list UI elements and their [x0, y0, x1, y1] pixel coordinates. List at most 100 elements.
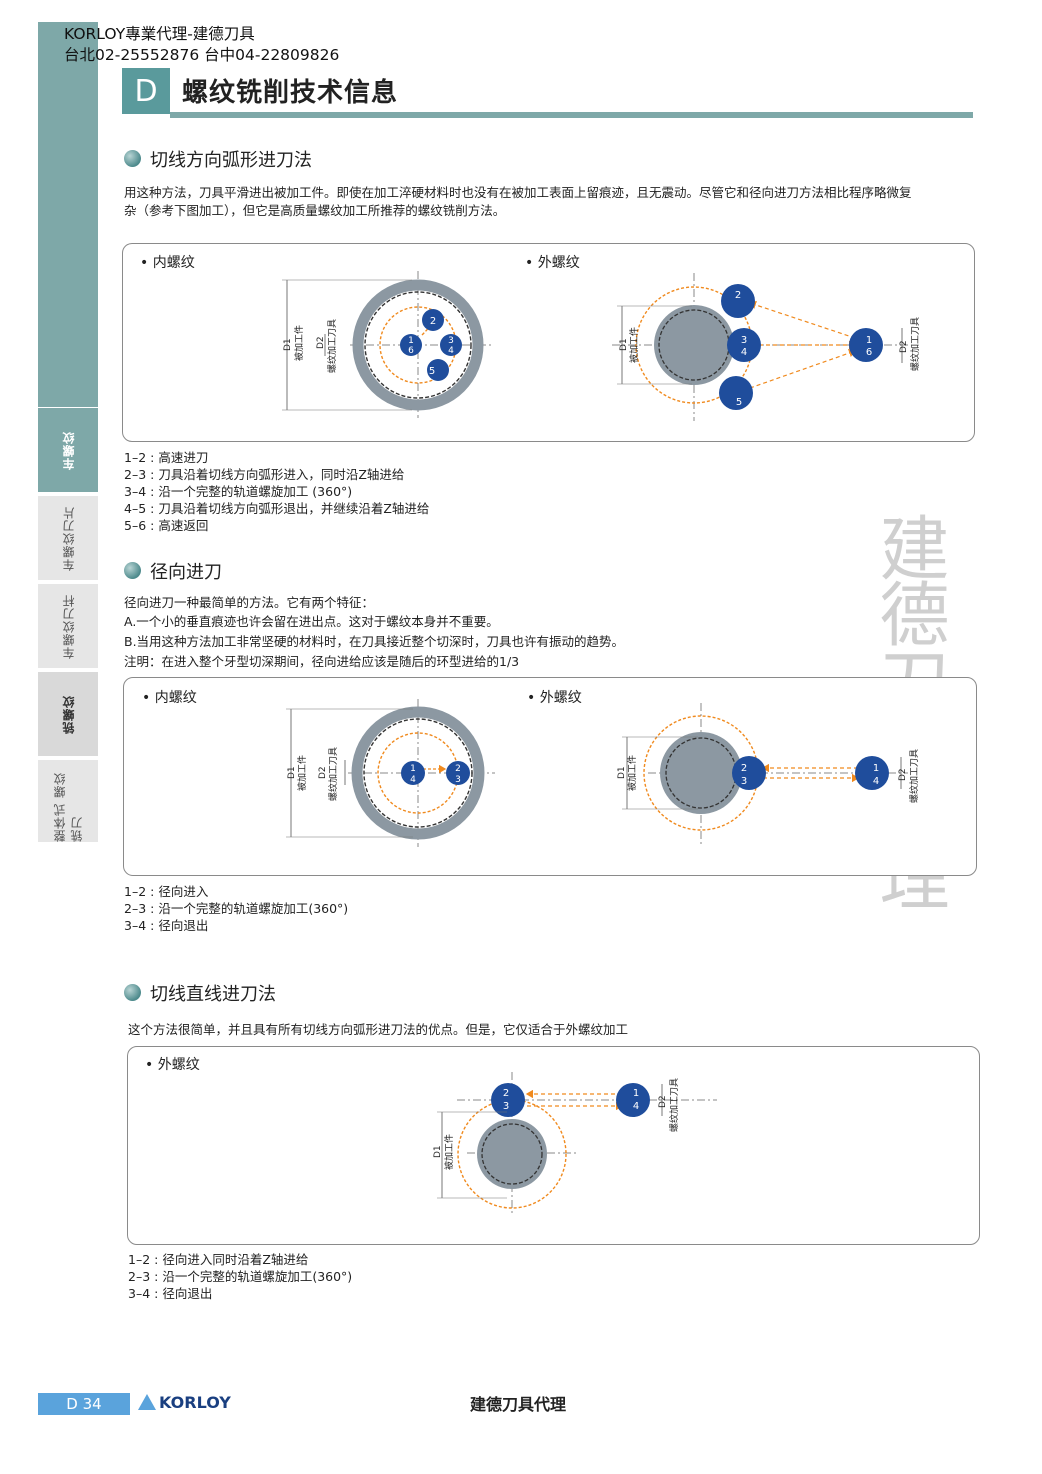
section-bullet [124, 984, 141, 1001]
sidebar-top-bar [38, 22, 98, 407]
tab-turning-thread[interactable]: 车螺纹 [38, 408, 98, 492]
svg-text:D1: D1 [283, 338, 293, 351]
step-line: 1–2 : 径向进入 [124, 884, 209, 899]
svg-text:被加工件: 被加工件 [443, 1134, 455, 1170]
svg-text:5: 5 [429, 366, 435, 377]
svg-text:6: 6 [866, 347, 872, 358]
svg-text:2: 2 [503, 1088, 509, 1099]
header-phones: 台北02-25552876 台中04-22809826 [64, 46, 340, 64]
section3-title: 切线直线进刀法 [150, 984, 276, 1005]
svg-text:3: 3 [741, 335, 747, 346]
step-line: 1–2 : 高速进刀 [124, 450, 209, 465]
external-thread-diagram: 2 3 4 5 1 6 D1 被加工件 D2 螺纹加工刀具 [612, 273, 921, 421]
tab-label: 整体式 螺纹铣刀 [53, 772, 84, 842]
tab-turning-insert[interactable]: 车螺纹刀片 [38, 496, 98, 580]
svg-text:4: 4 [633, 1101, 639, 1112]
external-thread-diagram: 2 3 1 4 D1 被加工件 D2 螺纹加工刀具 [433, 1072, 717, 1216]
step-line: 5–6 : 高速返回 [124, 518, 209, 533]
step-line: 3–4 : 沿一个完整的轨道螺旋加工 (360°) [124, 484, 353, 499]
korloy-logo-icon [138, 1394, 156, 1410]
tab-turning-holder[interactable]: 车螺纹刀杆 [38, 584, 98, 668]
tool-position-2 [446, 761, 470, 785]
svg-text:D2: D2 [316, 336, 326, 349]
internal-thread-diagram: 1 6 2 3 4 5 D1 被加工件 D2 螺纹加工刀具 [282, 271, 492, 418]
external-label: • 外螺纹 [525, 255, 580, 271]
svg-text:3: 3 [455, 775, 461, 785]
tool-position-5 [719, 376, 753, 410]
step-line: 4–5 : 刀具沿着切线方向弧形退出，并继续沿着Z轴进给 [124, 501, 430, 516]
section3-diagrams: 2 3 1 4 D1 被加工件 D2 螺纹加工刀具 [433, 1072, 717, 1216]
tool-position-2 [422, 309, 444, 331]
step-line: 2–3 : 刀具沿着切线方向弧形进入，同时沿Z轴进给 [124, 467, 405, 482]
tool-position-2 [732, 756, 766, 790]
svg-text:2: 2 [735, 290, 741, 301]
section2-para-2: A.一个小的垂直痕迹也许会留在进出点。这对于螺纹本身并不重要。 [124, 614, 499, 629]
step-line: 3–4 : 径向退出 [124, 918, 209, 933]
tab-label: 车螺纹刀片 [61, 505, 76, 571]
tool-position-1 [855, 756, 889, 790]
tab-label: 车螺纹刀杆 [61, 593, 76, 659]
svg-text:6: 6 [408, 346, 414, 356]
svg-text:D2: D2 [318, 766, 328, 779]
tool-position-1 [616, 1083, 650, 1117]
section2-para-4: 注明：在进入整个牙型切深期间，径向进给应该是随后的环型进给的1/3 [124, 654, 520, 669]
svg-text:1: 1 [873, 763, 879, 774]
section1-diagram-panel [122, 243, 975, 442]
tool-position-5 [427, 359, 449, 381]
step-line: 2–3 : 沿一个完整的轨道螺旋加工(360°) [124, 901, 349, 916]
svg-text:5: 5 [736, 397, 742, 408]
svg-text:螺纹加工刀具: 螺纹加工刀具 [326, 319, 338, 373]
tab-solid-thread-mill[interactable]: 整体式 螺纹铣刀 [38, 760, 98, 842]
external-label: • 外螺纹 [145, 1057, 200, 1073]
svg-text:1: 1 [408, 336, 414, 346]
svg-text:D1: D1 [619, 338, 629, 351]
section-bullet [124, 562, 141, 579]
title-rule [170, 112, 973, 118]
external-label: • 外螺纹 [527, 690, 582, 706]
section2-title: 径向进刀 [150, 562, 222, 583]
section2-diagrams: 1 4 2 3 D1 被加工件 D2 螺纹加工刀具 2 3 1 4 D1 被加工… [286, 699, 920, 847]
section1-title: 切线方向弧形进刀法 [150, 150, 312, 171]
internal-label: • 内螺纹 [142, 690, 197, 706]
section1-steps: 1–2 : 高速进刀 2–3 : 刀具沿着切线方向弧形进入，同时沿Z轴进给 3–… [124, 449, 429, 534]
tool-position-1 [849, 328, 883, 362]
step-line: 3–4 : 径向退出 [128, 1286, 213, 1301]
step-line: 2–3 : 沿一个完整的轨道螺旋加工(360°) [128, 1269, 353, 1284]
svg-text:D2: D2 [899, 340, 909, 353]
svg-text:4: 4 [448, 346, 454, 356]
svg-text:被加工件: 被加工件 [626, 755, 638, 791]
svg-text:D2: D2 [658, 1095, 668, 1108]
svg-text:螺纹加工刀具: 螺纹加工刀具 [909, 317, 921, 371]
internal-thread-diagram: 1 4 2 3 D1 被加工件 D2 螺纹加工刀具 [286, 699, 495, 847]
section2-para-3: B.当用这种方法加工非常坚硬的材料时，在刀具接近整个切深时，刀具也许有振动的趋势… [124, 634, 625, 649]
page-number: D 34 [38, 1393, 130, 1415]
tool-position-3 [440, 334, 462, 356]
footer-agent: 建德刀具代理 [470, 1395, 567, 1414]
svg-text:3: 3 [741, 776, 747, 787]
section2-para-1: 径向进刀一种最简单的方法。它有两个特征： [124, 595, 375, 610]
svg-text:被加工件: 被加工件 [296, 755, 308, 791]
section1-para-1: 用这种方法，刀具平滑进出被加工件。即使在加工淬硬材料时也没有在被加工表面上留痕迹… [124, 185, 912, 200]
section1-para-2: 杂（参考下图加工），但它是高质量螺纹加工所推荐的螺纹铣削方法。 [124, 203, 506, 218]
svg-text:3: 3 [448, 336, 454, 346]
svg-text:D2: D2 [898, 768, 908, 781]
svg-text:3: 3 [503, 1101, 509, 1112]
tool-position-2 [721, 284, 755, 318]
svg-text:D1: D1 [617, 766, 627, 779]
tool-position-1 [400, 334, 422, 356]
svg-text:螺纹加工刀具: 螺纹加工刀具 [327, 747, 339, 801]
chapter-letter: D [122, 68, 170, 114]
svg-text:螺纹加工刀具: 螺纹加工刀具 [908, 749, 920, 803]
svg-text:被加工件: 被加工件 [628, 327, 640, 363]
korloy-logo: KORLOY [138, 1393, 231, 1412]
svg-text:D1: D1 [287, 766, 297, 779]
svg-text:2: 2 [741, 763, 747, 774]
svg-text:2: 2 [455, 764, 461, 774]
svg-text:4: 4 [873, 776, 879, 787]
external-thread-diagram: 2 3 1 4 D1 被加工件 D2 螺纹加工刀具 [617, 703, 920, 847]
brand-name: KORLOY [159, 1393, 231, 1412]
tab-label: 铣螺纹 [61, 694, 76, 734]
section1-diagrams: 1 6 2 3 4 5 D1 被加工件 D2 螺纹加工刀具 2 3 4 5 1 … [282, 271, 921, 421]
tab-label: 车螺纹 [61, 430, 76, 470]
tab-thread-milling[interactable]: 铣螺纹 [38, 672, 98, 756]
